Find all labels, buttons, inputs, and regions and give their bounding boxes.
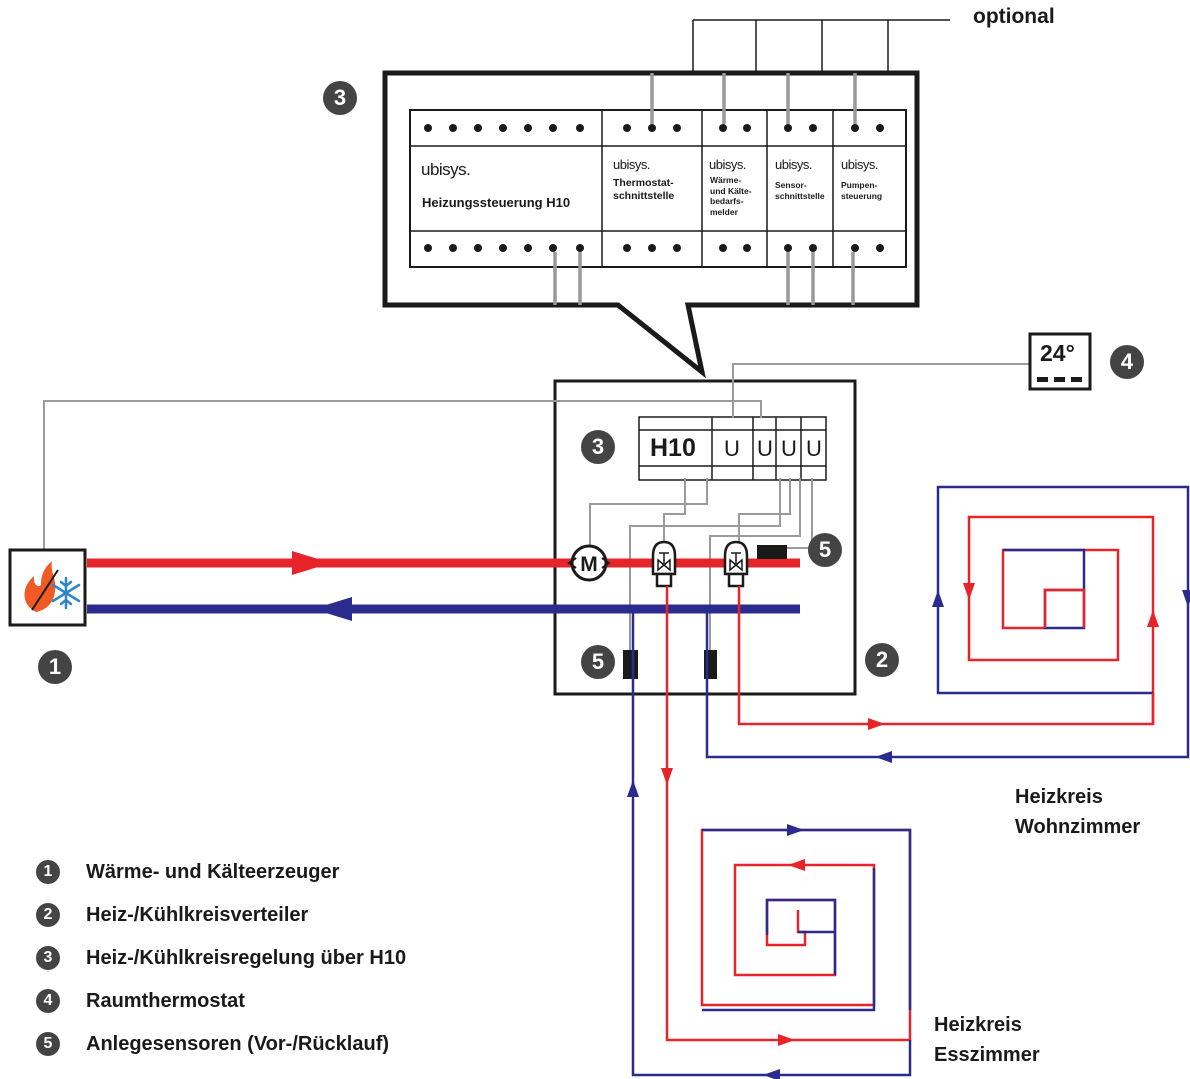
flow-arrow-icon [932, 590, 944, 607]
flow-arrow-icon [778, 1034, 795, 1046]
module-sensor-line-2: schnittstelle [775, 190, 825, 201]
legend-text-2: Heiz-/Kühlkreisverteiler [86, 904, 309, 926]
label-wohnzimmer: Heizkreis Wohnzimmer [1015, 782, 1140, 842]
valve-actuator-icon [723, 540, 749, 588]
label-wohnzimmer-line-2: Wohnzimmer [1015, 816, 1141, 838]
brand-h10: ubisys. [421, 160, 471, 179]
flow-arrow-icon [292, 551, 331, 575]
sensor-clamp-icon [757, 545, 787, 559]
badge-2: 2 [865, 643, 899, 677]
module-thermostat-label: Thermostat- schnittstelle [613, 177, 674, 203]
valve-actuator-icon [651, 540, 677, 588]
module-sensor-line-1: Sensor- [775, 180, 807, 190]
label-esszimmer-line-2: Esszimmer [934, 1044, 1040, 1066]
callout-badge-3: 3 [323, 81, 357, 115]
terminal-dots [424, 124, 884, 252]
module-bedarf-line-4: melder [710, 206, 738, 217]
thermostat-display: 24° [1040, 340, 1075, 366]
badge-3: 3 [581, 430, 615, 464]
circuit-wohnzimmer [705, 485, 1190, 759]
label-esszimmer: Heizkreis Esszimmer [934, 1010, 1040, 1070]
cabinet-channel-1: U [724, 436, 740, 461]
legend-badge-3: 3 [36, 946, 60, 970]
pump-motor-icon: M [567, 544, 611, 582]
optional-label: optional [973, 5, 1055, 28]
control-wiring [43, 363, 1030, 650]
legend-badge-5: 5 [36, 1032, 60, 1056]
module-thermostat-line-2: schnittstelle [613, 190, 675, 203]
legend-text-4: Raumthermostat [86, 990, 245, 1012]
module-bedarf-line-2: und Kälte- [710, 185, 752, 196]
brand-thermostat: ubisys. [613, 157, 650, 172]
brand-sensor: ubisys. [775, 157, 812, 172]
module-h10-label: Heizungssteuerung H10 [422, 195, 571, 210]
cabinet-channel-2: U [757, 436, 773, 461]
cabinet-h10-label: H10 [650, 434, 696, 462]
legend-text-5: Anlegesensoren (Vor-/Rücklauf) [86, 1033, 390, 1055]
module-pumpe-line-1: Pumpen- [841, 180, 878, 190]
legend-badge-4: 4 [36, 989, 60, 1013]
module-pumpe-label: Pumpen- steuerung [841, 180, 882, 201]
flow-arrow-icon [868, 718, 885, 730]
legend-badge-2: 2 [36, 903, 60, 927]
flow-arrow-icon [1147, 610, 1159, 627]
heat-cold-generator-icon [8, 548, 87, 627]
label-wohnzimmer-line-1: Heizkreis [1015, 786, 1103, 808]
module-bedarf-line-3: bedarfs- [710, 196, 744, 207]
flow-arrow-icon [963, 583, 975, 600]
bubble-wires [553, 73, 857, 305]
flow-arrow-icon [1182, 590, 1190, 607]
din-rail-modules [409, 109, 907, 268]
cabinet-channel-3: U [781, 436, 797, 461]
badge-5-top: 5 [808, 533, 842, 567]
cabinet-channel-4: U [806, 436, 822, 461]
flow-arrow-icon [313, 597, 352, 621]
module-thermostat-line-1: Thermostat- [613, 177, 674, 189]
badge-5-bottom: 5 [581, 645, 615, 679]
flow-arrow-icon [788, 859, 805, 871]
flow-arrow-icon [787, 824, 804, 836]
flow-arrow-icon [661, 768, 673, 785]
legend-text-1: Wärme- und Kälteerzeuger [86, 861, 340, 883]
cabinet-h10-rail [638, 416, 827, 481]
module-bedarf-label: Wärme- und Kälte- bedarfs- melder [710, 175, 752, 218]
module-sensor-label: Sensor- schnittstelle [775, 180, 825, 201]
room-thermostat-icon [1028, 332, 1092, 391]
sensor-clamp-icon [623, 650, 638, 679]
legend-text-3: Heiz-/Kühlkreisregelung über H10 [86, 947, 407, 969]
module-pumpe-line-2: steuerung [841, 190, 883, 201]
badge-1: 1 [38, 650, 72, 684]
flow-arrow-icon [627, 780, 639, 797]
brand-bedarf: ubisys. [709, 157, 746, 172]
module-bedarf-line-1: Wärme- [710, 175, 742, 185]
flow-arrow-icon [763, 1069, 780, 1079]
svg-text:M: M [580, 553, 598, 576]
flow-arrow-icon [875, 751, 892, 763]
legend-badge-1: 1 [36, 860, 60, 884]
brand-pumpe: ubisys. [841, 157, 878, 172]
badge-4: 4 [1110, 345, 1144, 379]
label-esszimmer-line-1: Heizkreis [934, 1014, 1022, 1036]
